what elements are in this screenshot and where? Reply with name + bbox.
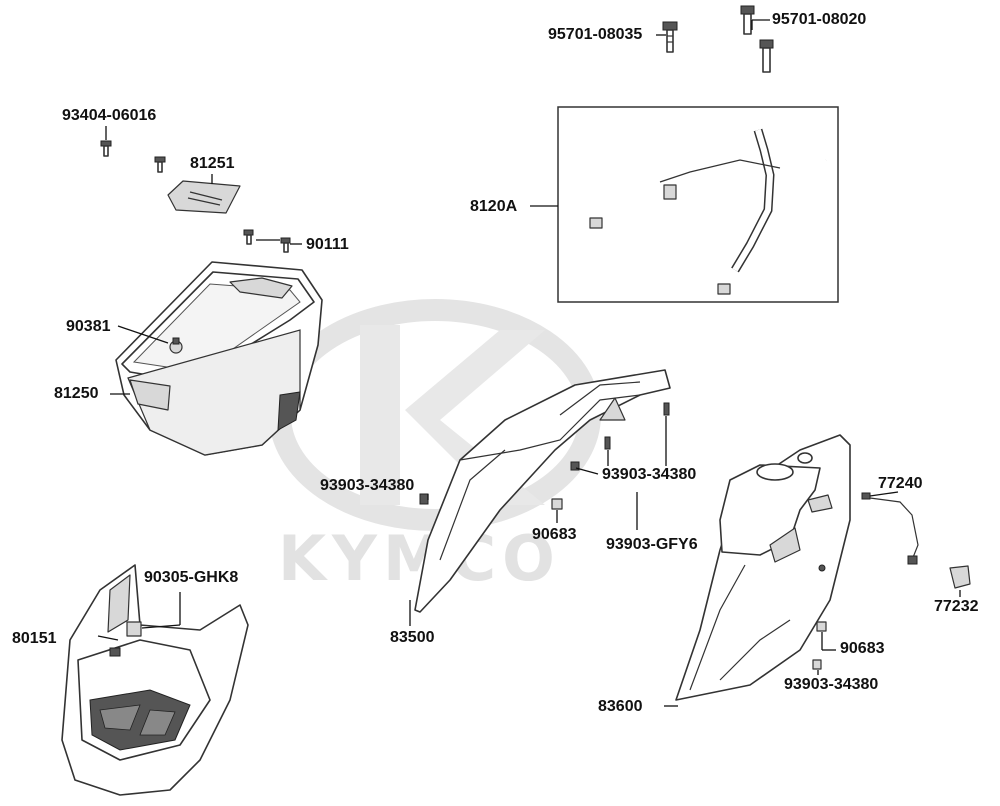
callout-93903-34380-center: 93903-34380 bbox=[602, 466, 697, 483]
callout-81251: 81251 bbox=[190, 155, 235, 172]
callout-77232: 77232 bbox=[934, 598, 979, 615]
watermark-brand-text: KYMCO bbox=[278, 522, 561, 595]
bolt-95701-08020-lower bbox=[759, 39, 774, 73]
callout-90111: 90111 bbox=[306, 236, 349, 253]
bolt-95701-08020-upper bbox=[740, 5, 755, 35]
side-cover-83500 bbox=[414, 369, 671, 613]
bolt-95701-08035 bbox=[662, 21, 678, 53]
callout-8120A: 8120A bbox=[470, 198, 518, 215]
battery-cover-81251 bbox=[167, 180, 241, 214]
callout-93404-06016: 93404-06016 bbox=[62, 107, 157, 124]
callout-83500: 83500 bbox=[390, 629, 435, 646]
rear-carrier-8120A bbox=[557, 106, 839, 303]
front-cover-80151 bbox=[61, 564, 249, 796]
clips-83600 bbox=[812, 621, 827, 670]
callout-90305-GHK8: 90305-GHK8 bbox=[144, 569, 239, 586]
screw-81251-cover bbox=[154, 156, 166, 173]
callout-90683-center: 90683 bbox=[532, 526, 577, 543]
callout-90683-right: 90683 bbox=[840, 640, 885, 657]
luggage-box-81250 bbox=[115, 261, 323, 456]
callout-80151: 80151 bbox=[12, 630, 57, 647]
callout-81250: 81250 bbox=[54, 385, 99, 402]
clip-77232 bbox=[949, 565, 971, 589]
callout-90381: 90381 bbox=[66, 318, 111, 335]
callout-93903-34380-left: 93903-34380 bbox=[320, 477, 415, 494]
callout-77240: 77240 bbox=[878, 475, 923, 492]
screw-93404-06016 bbox=[100, 140, 112, 157]
clips-83500 bbox=[419, 402, 670, 510]
leader-lines bbox=[97, 19, 961, 707]
callout-93903-GFY6: 93903-GFY6 bbox=[606, 536, 698, 553]
callout-93903-34380-right: 93903-34380 bbox=[784, 676, 879, 693]
callout-83600: 83600 bbox=[598, 698, 643, 715]
callout-95701-08035: 95701-08035 bbox=[548, 26, 643, 43]
screws-90111 bbox=[243, 229, 291, 253]
cable-77240 bbox=[861, 492, 919, 565]
callout-95701-08020: 95701-08020 bbox=[772, 11, 867, 28]
side-cover-83600 bbox=[675, 434, 851, 701]
